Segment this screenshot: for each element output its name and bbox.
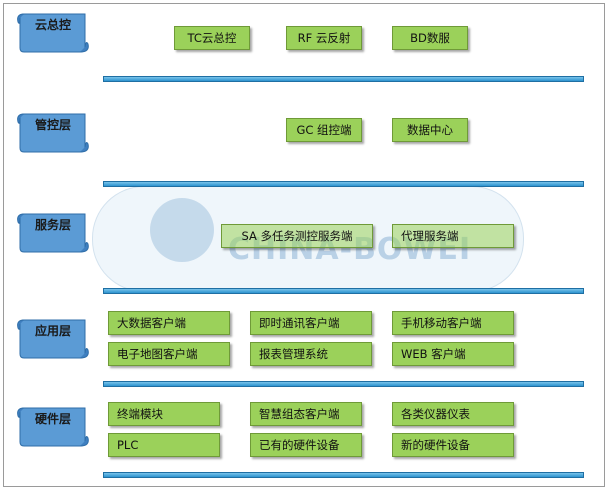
- layer-divider-bar: [103, 76, 584, 82]
- component-box: WEB 客户端: [392, 342, 514, 366]
- component-box: 报表管理系统: [250, 342, 372, 366]
- layer-label-text: 服务层: [34, 218, 71, 232]
- layer-label-cloud-control: 云总控: [14, 8, 92, 56]
- component-box: 即时通讯客户端: [250, 311, 372, 335]
- component-box: 大数据客户端: [108, 311, 230, 335]
- layer-divider-bar: [103, 288, 584, 294]
- layer-label-text: 云总控: [34, 18, 71, 32]
- layer-label-text: 管控层: [34, 118, 71, 132]
- component-box: 数据中心: [392, 118, 468, 142]
- component-box: 新的硬件设备: [392, 433, 514, 457]
- component-box: 电子地图客户端: [108, 342, 230, 366]
- component-box: 已有的硬件设备: [250, 433, 362, 457]
- component-box: 代理服务端: [392, 224, 514, 248]
- component-box: 手机移动客户端: [392, 311, 514, 335]
- component-box: RF 云反射: [286, 26, 362, 50]
- component-box: 各类仪器仪表: [392, 402, 514, 426]
- component-box: PLC: [108, 433, 220, 457]
- globe-logo-icon: [150, 198, 214, 262]
- layer-divider-bar: [103, 381, 584, 387]
- layer-label-service: 服务层: [14, 208, 92, 256]
- component-box: 智慧组态客户端: [250, 402, 362, 426]
- layer-divider-bar: [103, 181, 584, 187]
- layer-label-text: 应用层: [34, 324, 71, 338]
- diagram-frame: [3, 3, 605, 487]
- layer-label-text: 硬件层: [34, 412, 71, 426]
- layer-label-hardware: 硬件层: [14, 402, 92, 450]
- component-box: GC 组控端: [286, 118, 362, 142]
- component-box: SA 多任务测控服务端: [221, 224, 373, 248]
- component-box: TC云总控: [174, 26, 250, 50]
- layer-label-management: 管控层: [14, 108, 92, 156]
- layer-label-application: 应用层: [14, 314, 92, 362]
- component-box: BD数服: [392, 26, 468, 50]
- component-box: 终端模块: [108, 402, 220, 426]
- layer-divider-bar: [103, 472, 584, 478]
